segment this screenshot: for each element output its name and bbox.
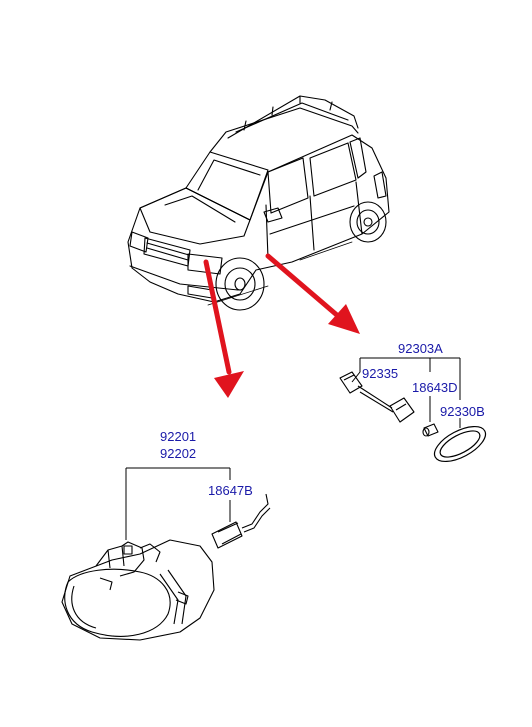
- label-92303a: 92303A: [398, 341, 443, 356]
- side-repeater-lens-illustration: [433, 425, 487, 463]
- callout-arrows: [203, 253, 360, 398]
- arrow-to-side-repeater: [265, 253, 341, 319]
- arrow-to-front-lamp: [203, 259, 232, 375]
- leader-lines: [125, 357, 461, 540]
- part-labels: 92303A 92335 18643D 92330B 92201 92202 1…: [160, 341, 485, 498]
- label-18643d: 18643D: [412, 380, 458, 395]
- label-92202: 92202: [160, 446, 196, 461]
- label-92201: 92201: [160, 429, 196, 444]
- label-92335: 92335: [362, 366, 398, 381]
- arrow-head-front-lamp: [214, 371, 244, 398]
- front-lamp-assembly-illustration: [61, 539, 215, 641]
- side-repeater-bulb-illustration: [422, 423, 439, 437]
- vehicle-illustration: [127, 95, 390, 311]
- side-repeater-socket-illustration: [339, 371, 415, 423]
- front-lamp-bulb-illustration: [211, 493, 271, 549]
- label-92330b: 92330B: [440, 404, 485, 419]
- arrow-head-side-repeater: [328, 304, 360, 334]
- label-18647b: 18647B: [208, 483, 253, 498]
